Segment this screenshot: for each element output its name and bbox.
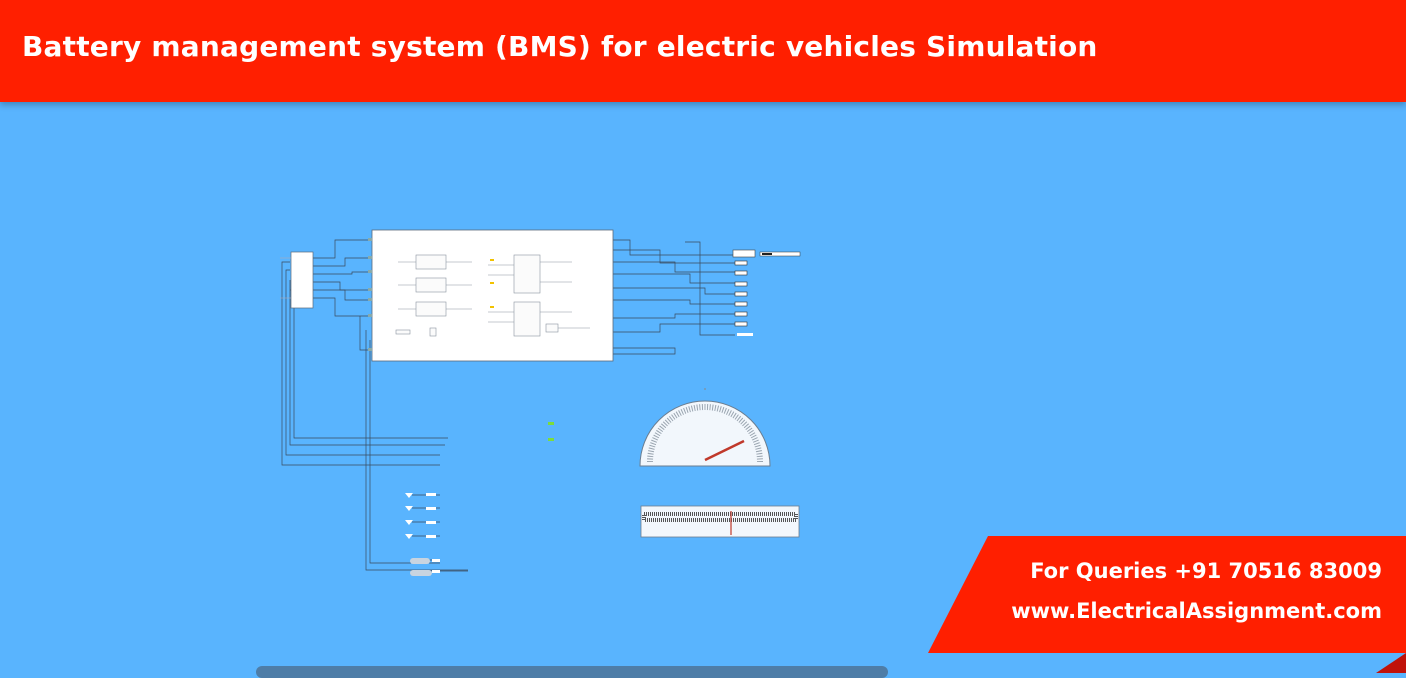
queries-phone-text: For Queries +91 70516 83009 <box>1030 559 1382 583</box>
display-block-icon[interactable] <box>732 249 801 336</box>
bms-subsystem-block[interactable] <box>371 229 614 362</box>
website-link[interactable]: www.ElectricalAssignment.com <box>1011 599 1382 623</box>
output-scopes[interactable] <box>405 493 440 576</box>
input-source-block[interactable] <box>290 251 314 309</box>
bms-port-markers <box>368 238 372 351</box>
gauge-icon[interactable] <box>639 388 771 467</box>
status-lamp-icon <box>548 422 554 441</box>
caption-bar <box>256 666 888 678</box>
simulink-diagram[interactable] <box>0 102 1406 673</box>
title-banner: Battery management system (BMS) for elec… <box>0 0 1406 102</box>
inner-blocks <box>395 254 590 337</box>
input-ports <box>280 257 291 299</box>
scope-icon[interactable] <box>640 505 800 538</box>
signal-icon <box>490 259 494 308</box>
page-title: Battery management system (BMS) for elec… <box>22 30 1098 63</box>
gauge-needle <box>704 439 745 462</box>
contact-banner: For Queries +91 70516 83009 www.Electric… <box>928 536 1406 653</box>
